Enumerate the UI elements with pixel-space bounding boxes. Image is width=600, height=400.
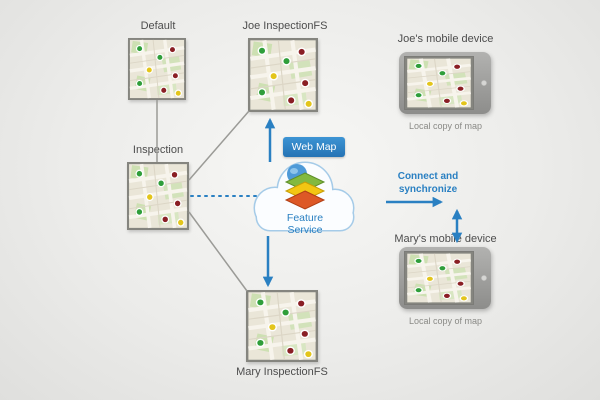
label-joe-inspectionfs: Joe InspectionFS [242, 20, 328, 32]
map-thumbnail-icon [128, 38, 186, 100]
label-joe-device: Joe's mobile device [397, 33, 494, 45]
caption-mary-local-copy: Local copy of map [408, 316, 483, 326]
mary-tablet [399, 247, 491, 309]
label-mary-inspectionfs: Mary InspectionFS [236, 366, 328, 378]
label-inspection: Inspection [132, 144, 184, 156]
camera-dot-icon [481, 80, 487, 86]
tablet-screen [404, 56, 474, 110]
feature-service-label: Feature Service [286, 212, 324, 237]
web-map-badge: Web Map [283, 137, 345, 157]
feature-service-cloud: Feature Service [245, 150, 365, 250]
map-thumbnail-icon [405, 57, 473, 109]
label-connect-synchronize: Connect and synchronize [397, 171, 459, 195]
caption-joe-local-copy: Local copy of map [408, 121, 483, 131]
map-thumbnail-icon [246, 290, 318, 362]
map-thumbnail-icon [248, 38, 318, 112]
label-default: Default [140, 20, 176, 32]
camera-dot-icon [481, 275, 487, 281]
layers-stack-icon [284, 164, 326, 210]
map-thumbnail-icon [127, 162, 189, 230]
cloud-icon [253, 161, 355, 232]
map-default [128, 38, 186, 100]
map-mary-inspectionfs [246, 290, 318, 362]
map-inspection [127, 162, 189, 230]
map-thumbnail-icon [405, 252, 473, 304]
label-mary-device: Mary's mobile device [394, 233, 497, 245]
map-joe-inspectionfs [248, 38, 318, 112]
tablet-screen [404, 251, 474, 305]
joe-tablet [399, 52, 491, 114]
